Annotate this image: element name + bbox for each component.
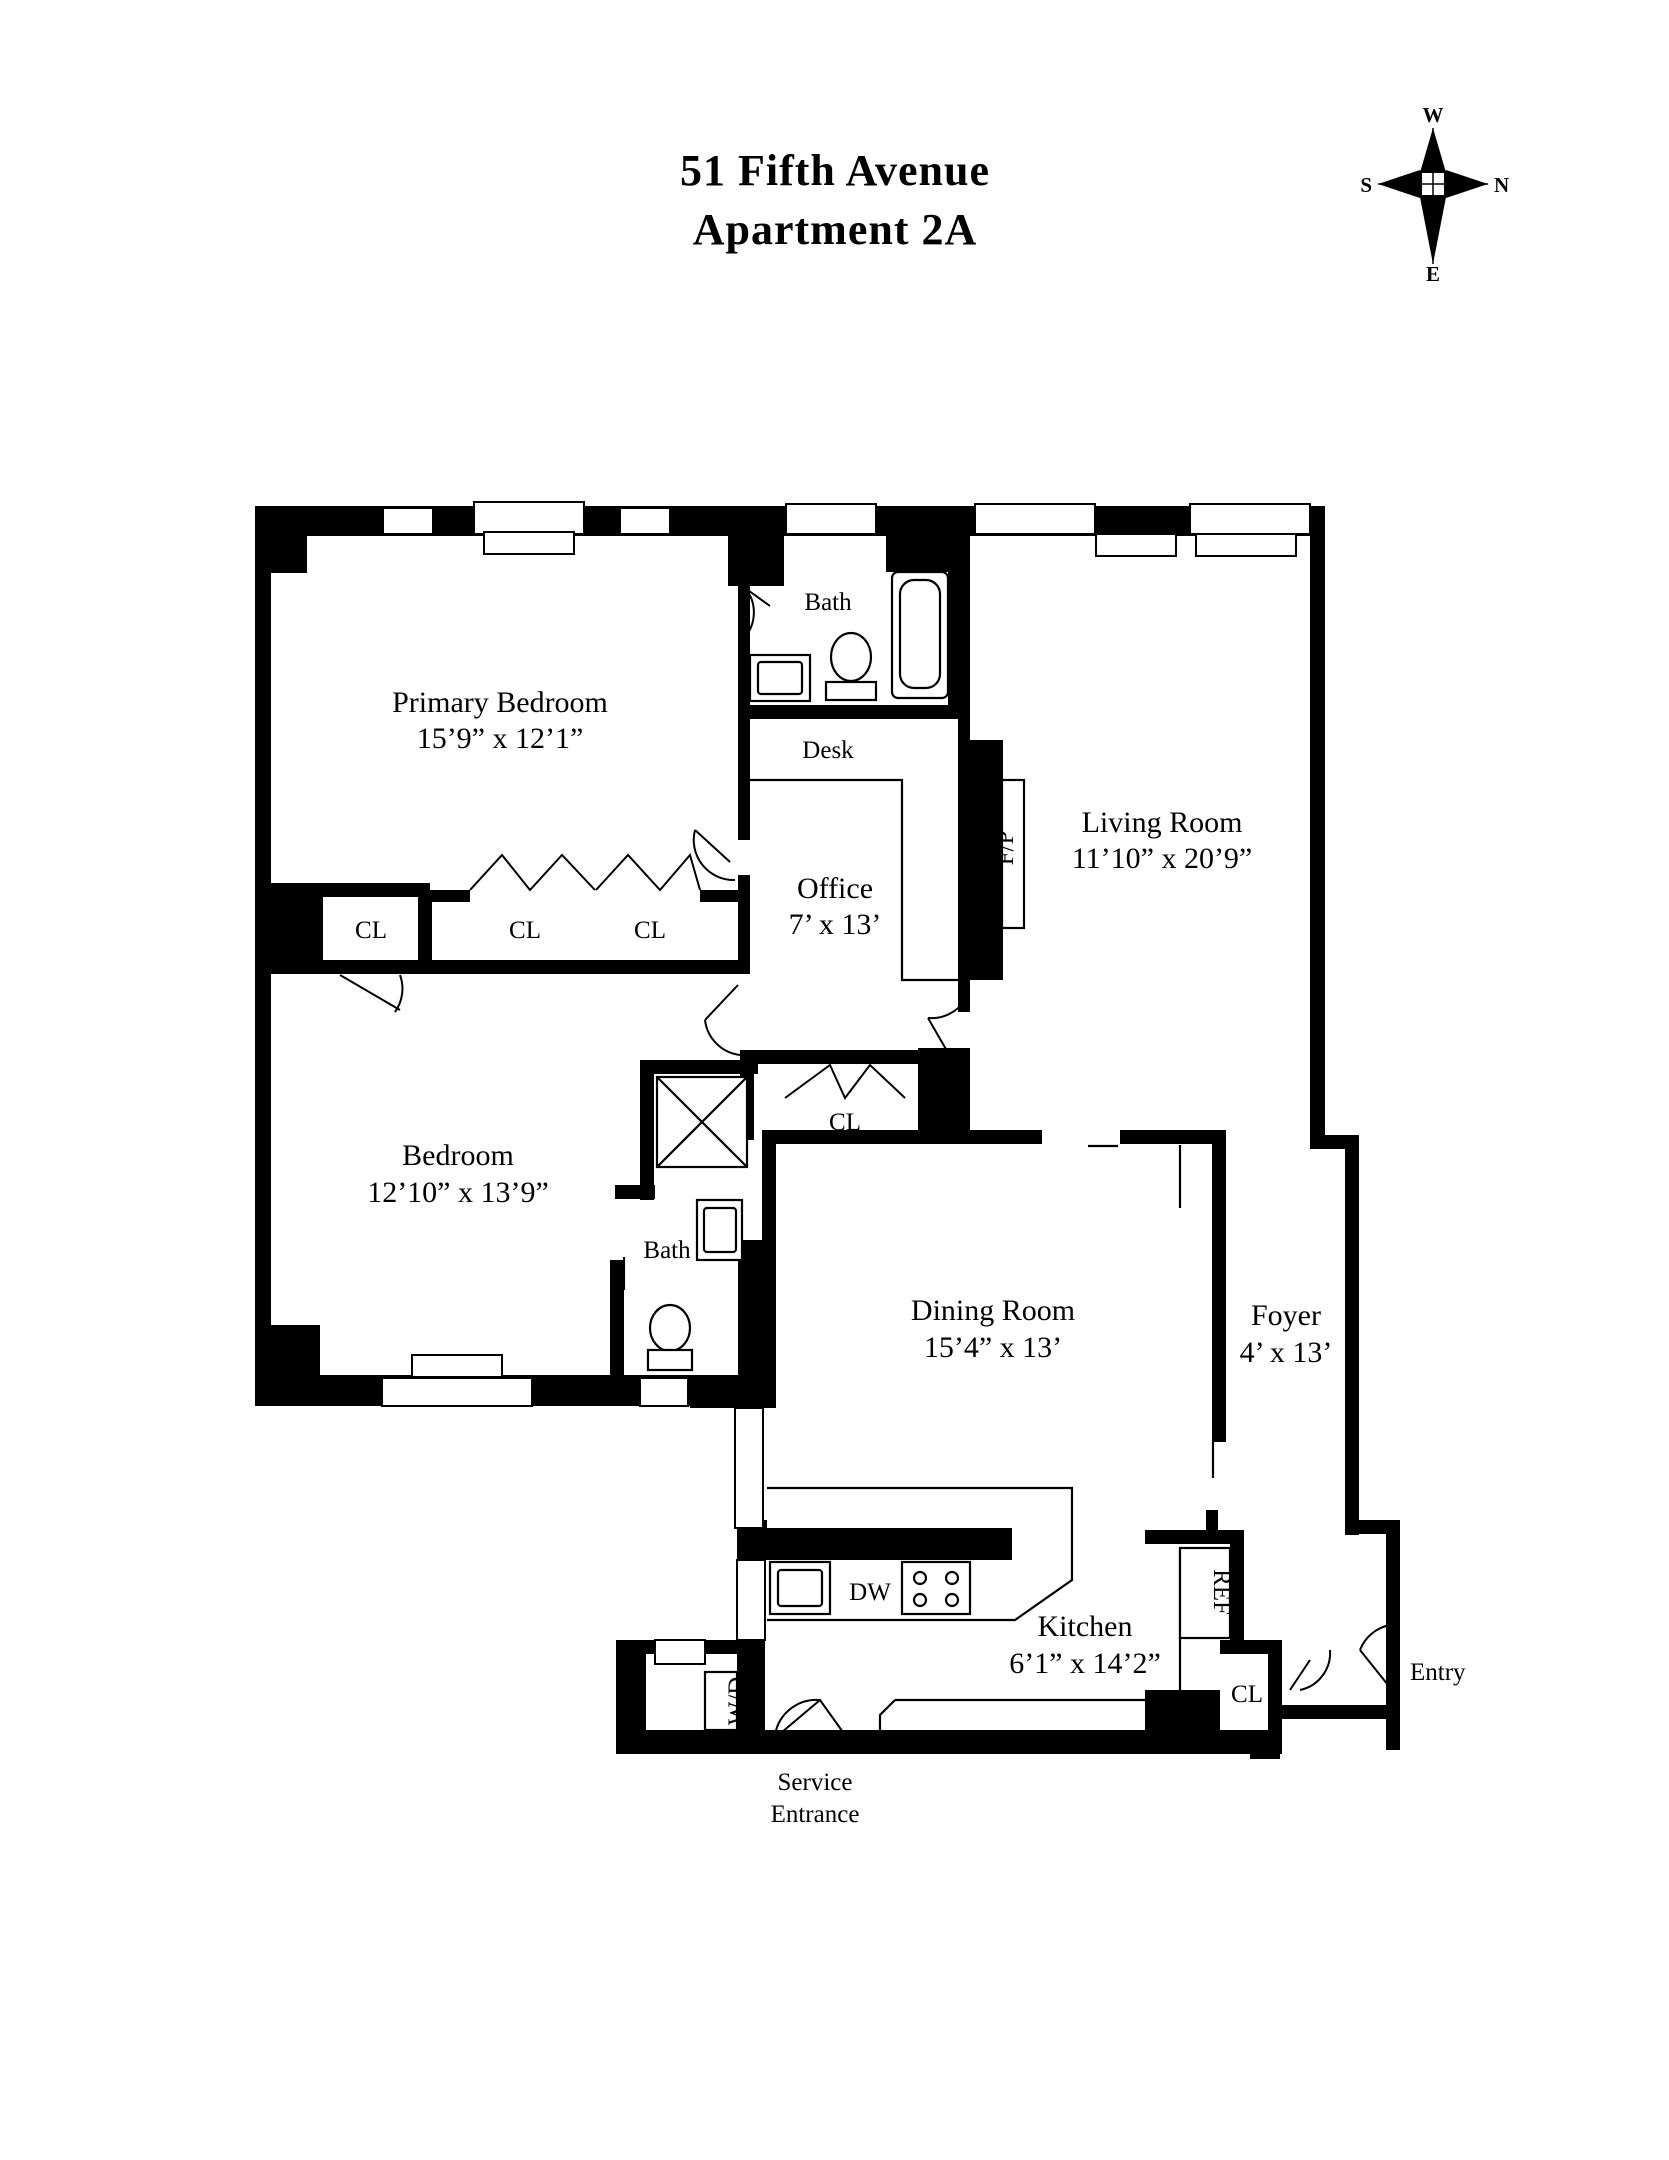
doors bbox=[339, 587, 1393, 1739]
closet-3-label: CL bbox=[634, 917, 666, 944]
fireplace-hearth bbox=[1000, 778, 1026, 930]
title-line-1: 51 Fifth Avenue bbox=[680, 146, 990, 195]
kitchen-size: 6’1” x 14’2” bbox=[1009, 1647, 1161, 1680]
fireplace-label: F/P bbox=[992, 831, 1019, 866]
foyer-size: 4’ x 13’ bbox=[1240, 1336, 1333, 1369]
dishwasher-label: DW bbox=[849, 1579, 891, 1606]
toilet-icon bbox=[829, 631, 873, 683]
kitchen-name: Kitchen bbox=[1038, 1610, 1133, 1643]
refrigerator-icon bbox=[1178, 1546, 1232, 1640]
closet-5-label: CL bbox=[1231, 1681, 1263, 1708]
bath-1-label: Bath bbox=[804, 589, 852, 616]
compass-north-label: N bbox=[1494, 173, 1509, 197]
closet-1-label: CL bbox=[355, 917, 387, 944]
compass-south-label: S bbox=[1360, 173, 1372, 197]
refrigerator-label: REF bbox=[1208, 1569, 1235, 1615]
washer-dryer-icon bbox=[703, 1670, 739, 1732]
service-entrance-line-1: Service bbox=[778, 1769, 853, 1796]
compass-rose-icon bbox=[1378, 128, 1488, 264]
dining-room-name: Dining Room bbox=[911, 1294, 1075, 1327]
desk-outline bbox=[750, 778, 958, 982]
compass-east-label: E bbox=[1426, 262, 1440, 286]
desk-label: Desk bbox=[802, 737, 854, 764]
dining-room-size: 15’4” x 13’ bbox=[924, 1331, 1062, 1364]
living-room-size: 11’10” x 20’9” bbox=[1072, 842, 1253, 875]
bedroom-size: 12’10” x 13’9” bbox=[367, 1176, 549, 1209]
living-room-name: Living Room bbox=[1082, 806, 1243, 839]
foyer-name: Foyer bbox=[1251, 1299, 1321, 1332]
title-line-2: Apartment 2A bbox=[693, 205, 978, 254]
entry-label: Entry bbox=[1410, 1659, 1466, 1686]
service-entrance-line-2: Entrance bbox=[771, 1801, 860, 1828]
stove-icon bbox=[900, 1560, 972, 1616]
office-name: Office bbox=[797, 872, 873, 905]
washer-dryer-label: W/D bbox=[724, 1677, 751, 1726]
windows bbox=[381, 501, 1311, 1665]
closet-4-label: CL bbox=[829, 1109, 861, 1136]
primary-bedroom-size: 15’9” x 12’1” bbox=[417, 722, 584, 755]
office-size: 7’ x 13’ bbox=[789, 908, 882, 941]
bedroom-name: Bedroom bbox=[402, 1139, 514, 1172]
bath-2-label: Bath bbox=[643, 1237, 691, 1264]
compass-west-label: W bbox=[1423, 103, 1444, 127]
primary-bedroom-name: Primary Bedroom bbox=[392, 686, 608, 719]
toilet-icon-2 bbox=[648, 1303, 692, 1353]
closet-2-label: CL bbox=[509, 917, 541, 944]
fixtures bbox=[622, 570, 1232, 1732]
